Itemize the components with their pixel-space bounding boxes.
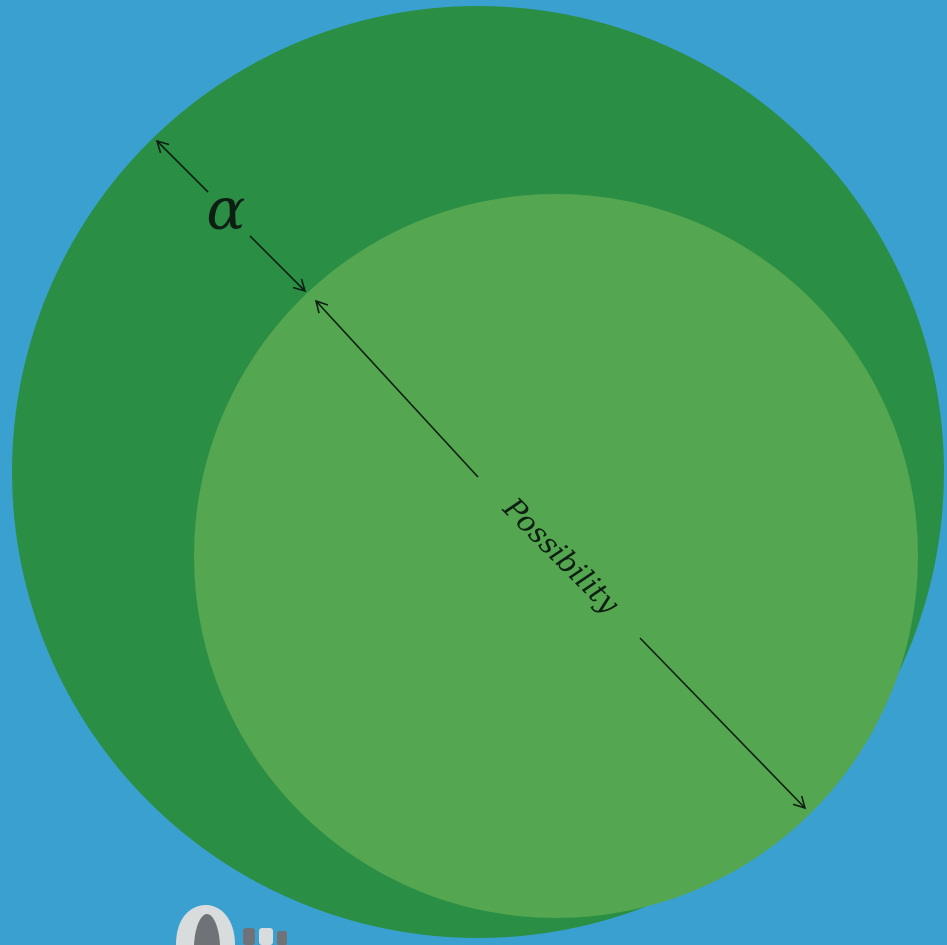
alpha-label: α	[206, 175, 245, 243]
